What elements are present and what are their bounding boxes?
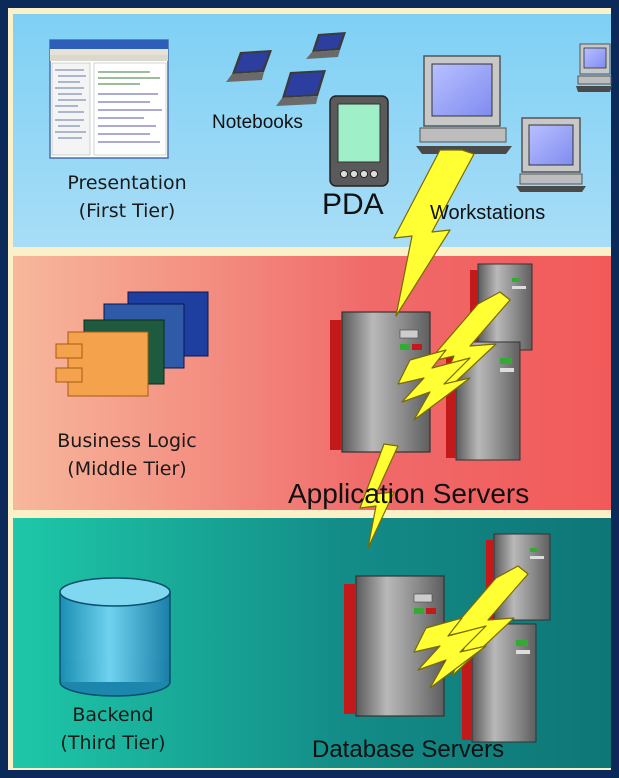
first-tier-subtitle: (First Tier)	[78, 199, 176, 222]
third-tier-label: Backend (Third Tier)	[18, 702, 208, 757]
first-tier-title: Presentation	[67, 172, 187, 194]
middle-tier-label: Business Logic (Middle Tier)	[32, 428, 222, 483]
workstation-icon	[516, 117, 586, 192]
third-tier-subtitle: (Third Tier)	[60, 731, 166, 754]
notebook-icon	[276, 70, 326, 106]
server-icon	[330, 311, 431, 453]
application-servers-label: Application Servers	[288, 478, 530, 509]
lightning-bolt-icon	[413, 617, 487, 689]
lightning-bolt-icon	[397, 349, 471, 421]
first-tier-label: Presentation (First Tier)	[32, 170, 222, 225]
database-servers-label: Database Servers	[312, 736, 505, 763]
component-blocks-icon	[55, 291, 209, 397]
notebooks-label: Notebooks	[212, 112, 303, 133]
lightning-bolt-icon	[359, 443, 399, 549]
database-cylinder-icon	[59, 577, 171, 697]
middle-tier-title: Business Logic	[57, 430, 197, 452]
notebook-icon	[306, 32, 346, 59]
workstation-icon	[416, 55, 512, 154]
pda-icon	[329, 95, 389, 187]
third-tier-title: Backend	[72, 704, 154, 726]
application-window-icon	[49, 39, 169, 159]
workstation-icon	[576, 43, 612, 92]
server-icon	[470, 263, 533, 351]
middle-tier-subtitle: (Middle Tier)	[67, 457, 187, 480]
pda-label: PDA	[322, 188, 384, 221]
notebook-icon	[226, 50, 272, 82]
lightning-bolt-icon	[393, 149, 475, 317]
workstations-label: Workstations	[430, 202, 546, 224]
lightning-bolt-icon	[445, 565, 529, 677]
